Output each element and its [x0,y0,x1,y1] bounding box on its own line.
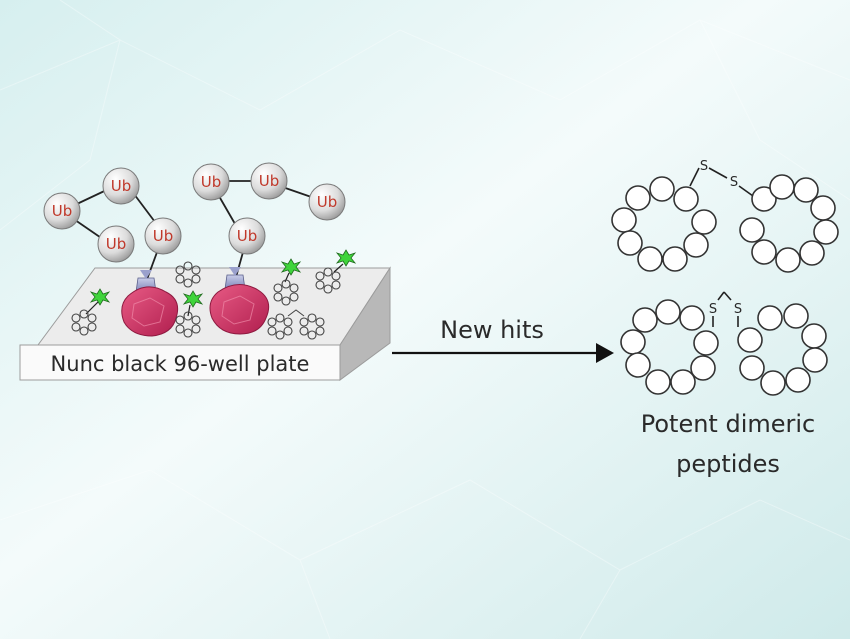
ub-label: Ub [111,177,132,195]
sulfur-label: S [734,302,742,317]
ub-label: Ub [52,202,73,220]
fluorophore [89,288,111,306]
sulfur-label: S [709,302,717,317]
small-peptide-ring [175,311,201,338]
ub-chain-right: Ub Ub Ub Ub [192,162,346,255]
ub-label: Ub [237,227,258,245]
peptide-ring-left [620,299,719,395]
small-peptide-ring [175,261,201,288]
process-arrow: New hits [392,316,614,363]
target-protein-right [209,284,270,335]
target-protein-left [121,286,179,337]
dimeric-peptide-top: S S [611,159,839,273]
ub-label: Ub [201,173,222,191]
peptide-ring-right [737,303,828,396]
sulfur-label: S [700,159,708,174]
small-peptide-ring [273,279,299,306]
ub-label: Ub [153,227,174,245]
fluorophore [335,249,357,267]
ub-chain-left: Ub Ub Ub Ub [43,167,182,263]
sulfur-label: S [730,175,738,190]
small-peptide-dimer [267,309,325,340]
ub-label: Ub [317,193,338,211]
fluorophores [89,249,357,308]
peptide-ring-right [739,174,839,273]
fluorophore [280,258,302,276]
ub-label: Ub [259,172,280,190]
plate-label: Nunc black 96-well plate [51,352,310,376]
plate-front-face [19,344,341,381]
peptide-ring-left [611,176,717,272]
result-label-line2: peptides [676,450,780,478]
small-peptide-ring [71,309,97,336]
ub-label: Ub [106,235,127,253]
result-label-line1: Potent dimeric [641,410,816,438]
dimeric-peptide-bottom: S S [620,291,828,396]
small-peptide-ring [315,267,341,294]
fluorophore [182,290,204,308]
arrow-label: New hits [440,316,544,344]
